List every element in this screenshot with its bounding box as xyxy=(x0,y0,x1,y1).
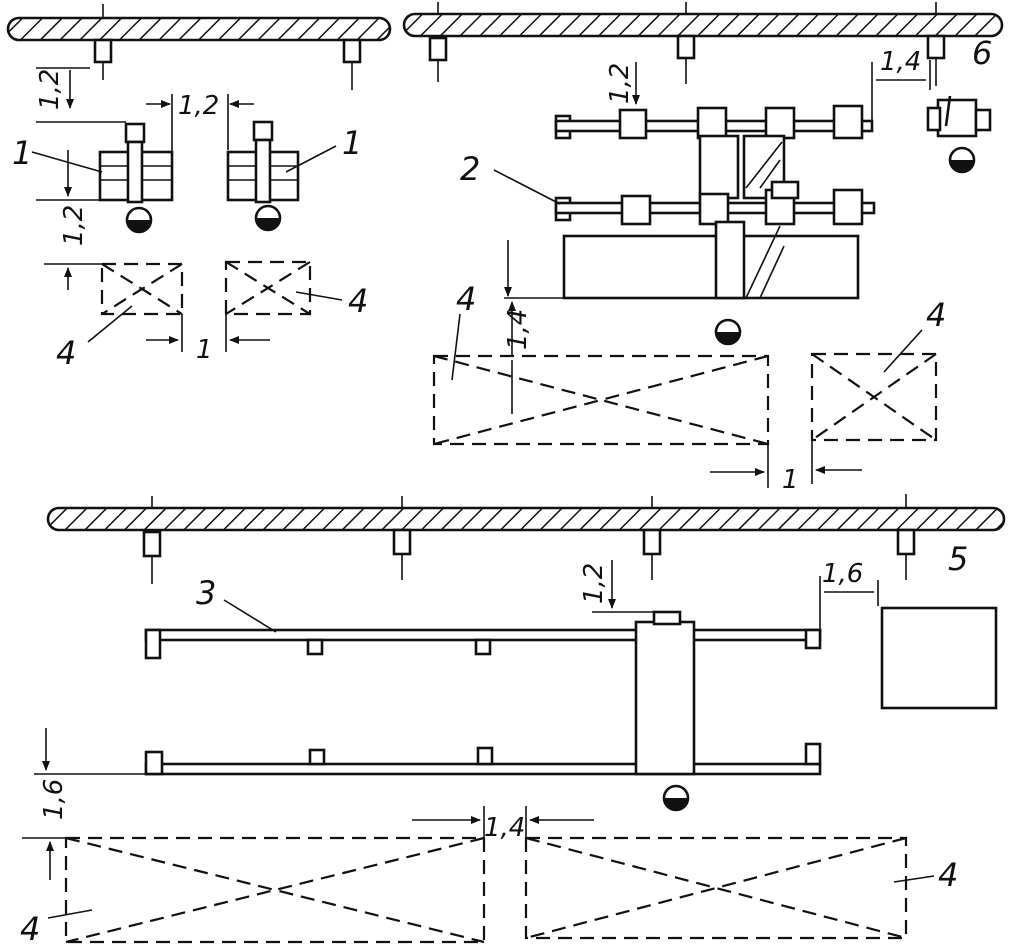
operator-marker-c1 xyxy=(662,784,690,812)
dim-b-side: 1,4 xyxy=(880,47,921,77)
operator-marker-b1 xyxy=(714,318,742,346)
operator-marker-b2 xyxy=(948,146,976,174)
panel-a: 1,2 1,2 1,2 1 1 1 4 4 xyxy=(6,4,392,372)
column-a1 xyxy=(93,4,113,80)
column-c3 xyxy=(642,496,662,580)
storage-area-a1 xyxy=(100,262,184,316)
dim-b-bot: 1 xyxy=(782,465,799,495)
machine-3 xyxy=(144,610,822,776)
column-b2 xyxy=(676,2,696,84)
column-b3 xyxy=(926,2,946,86)
machine-5 xyxy=(880,606,998,710)
column-c4 xyxy=(896,494,916,580)
operator-marker-a1 xyxy=(125,206,153,234)
wall-a xyxy=(6,16,392,42)
machine-1-left xyxy=(98,122,174,204)
storage-area-b1 xyxy=(432,354,770,446)
dim-a-mid: 1,2 xyxy=(59,205,89,246)
column-b1 xyxy=(428,2,448,82)
storage-area-a2 xyxy=(224,260,312,316)
storage-area-c1 xyxy=(64,836,486,944)
label-4-c2: 4 xyxy=(938,856,958,894)
dim-a-bot: 1 xyxy=(196,335,213,365)
column-c2 xyxy=(392,496,412,580)
storage-area-c2 xyxy=(524,836,908,940)
label-6: 6 xyxy=(972,34,992,72)
dim-c-top: 1,2 xyxy=(579,563,609,604)
dim-a-top: 1,2 xyxy=(35,69,65,110)
dim-c-gap: 1,4 xyxy=(484,813,525,843)
dim-b-top: 1,2 xyxy=(605,63,635,104)
dim-c-side: 1,6 xyxy=(822,559,863,589)
dim-a-gap: 1,2 xyxy=(178,91,219,121)
column-c1 xyxy=(142,496,162,584)
machine-6 xyxy=(926,95,992,138)
dim-c-mid: 1,6 xyxy=(39,779,69,820)
label-4-b2: 4 xyxy=(926,296,946,334)
label-3: 3 xyxy=(196,574,216,612)
wall-c xyxy=(46,506,1006,532)
machine-1-right xyxy=(226,120,300,204)
label-4-c1: 4 xyxy=(20,910,40,948)
label-5: 5 xyxy=(948,540,968,578)
label-2: 2 xyxy=(460,150,480,188)
label-1-left: 1 xyxy=(12,134,32,172)
panel-b: 1,2 1,4 1,4 1 2 6 4 4 xyxy=(402,2,1004,495)
label-4-b1: 4 xyxy=(456,280,476,318)
dim-b-mid: 1,4 xyxy=(503,309,533,350)
storage-area-b2 xyxy=(810,352,938,442)
label-1-right: 1 xyxy=(342,124,362,162)
machine-2 xyxy=(554,104,876,300)
label-4-a1: 4 xyxy=(56,334,76,372)
wall-b xyxy=(402,12,1004,38)
operator-marker-a2 xyxy=(254,204,282,232)
label-4-a2: 4 xyxy=(348,282,368,320)
panel-c: 1,2 1,6 1,6 1,4 3 5 4 4 xyxy=(20,494,1006,948)
column-a2 xyxy=(342,38,362,90)
